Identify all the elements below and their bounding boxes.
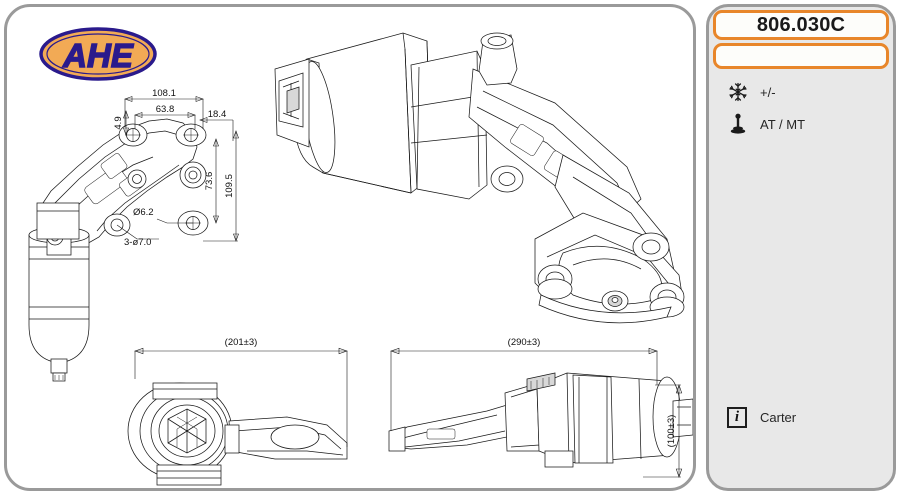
dim-side-length: (290±3) <box>508 337 541 348</box>
dim-overall-width: 108.1 <box>152 88 176 99</box>
attribute-label-transmission: AT / MT <box>760 116 806 132</box>
attribute-row-air-conditioning: +/- <box>727 79 776 105</box>
note-label-carter: Carter <box>760 410 797 425</box>
oil-filter-housing-isometric <box>274 32 685 324</box>
secondary-field-box[interactable] <box>713 43 889 69</box>
front-view-geometry <box>127 382 348 486</box>
part-number-box[interactable]: 806.030C <box>713 10 889 40</box>
ahe-logo-text: AHE <box>62 37 134 74</box>
top-left-view: 108.1 63.8 18.4 4.9 73.6 109.5 Ø6.2 3-ø7… <box>28 88 239 382</box>
dim-front-width-line <box>134 347 348 447</box>
attribute-label-air-conditioning: +/- <box>760 84 776 100</box>
dim-right-offset: 18.4 <box>208 109 227 120</box>
dim-inner-height: 73.6 <box>204 172 215 191</box>
dim-overall-height: 109.5 <box>224 174 235 198</box>
ahe-logo: AHE <box>39 26 157 82</box>
side-view-geometry <box>388 372 693 468</box>
info-panel: 806.030C +/- <box>706 4 896 491</box>
main-isometric-view <box>274 32 685 324</box>
dim-hole-spacing: 63.8 <box>156 104 175 115</box>
lower-mounting-bosses <box>490 165 685 318</box>
snowflake-icon <box>727 80 749 104</box>
dim-side-height: (100±3) <box>666 415 677 448</box>
drawing-panel: AHE <box>4 4 696 491</box>
bottom-left-front-view: (201±3) <box>127 337 348 486</box>
part-number-text: 806.030C <box>756 14 846 36</box>
mounting-bosses-top-left <box>103 123 209 237</box>
dim-mounting-holes: 3-ø7.0 <box>124 237 151 248</box>
gear-shift-icon <box>727 112 749 136</box>
dim-side-length-line <box>390 347 658 431</box>
info-icon: i <box>727 407 747 428</box>
dim-side-height-line <box>643 384 683 478</box>
bottom-right-side-view: (290±3) (100±3) <box>388 337 693 478</box>
filter-canister-top-left <box>28 202 90 382</box>
ahe-logo-svg: AHE <box>39 27 157 81</box>
dim-bore-diameter: Ø6.2 <box>133 207 154 218</box>
dimension-lines-top-left <box>116 96 239 242</box>
dim-front-width: (201±3) <box>225 337 258 348</box>
attribute-row-transmission: AT / MT <box>727 111 805 137</box>
dim-top-offset: 4.9 <box>113 116 124 129</box>
note-row-carter: i Carter <box>727 407 796 428</box>
